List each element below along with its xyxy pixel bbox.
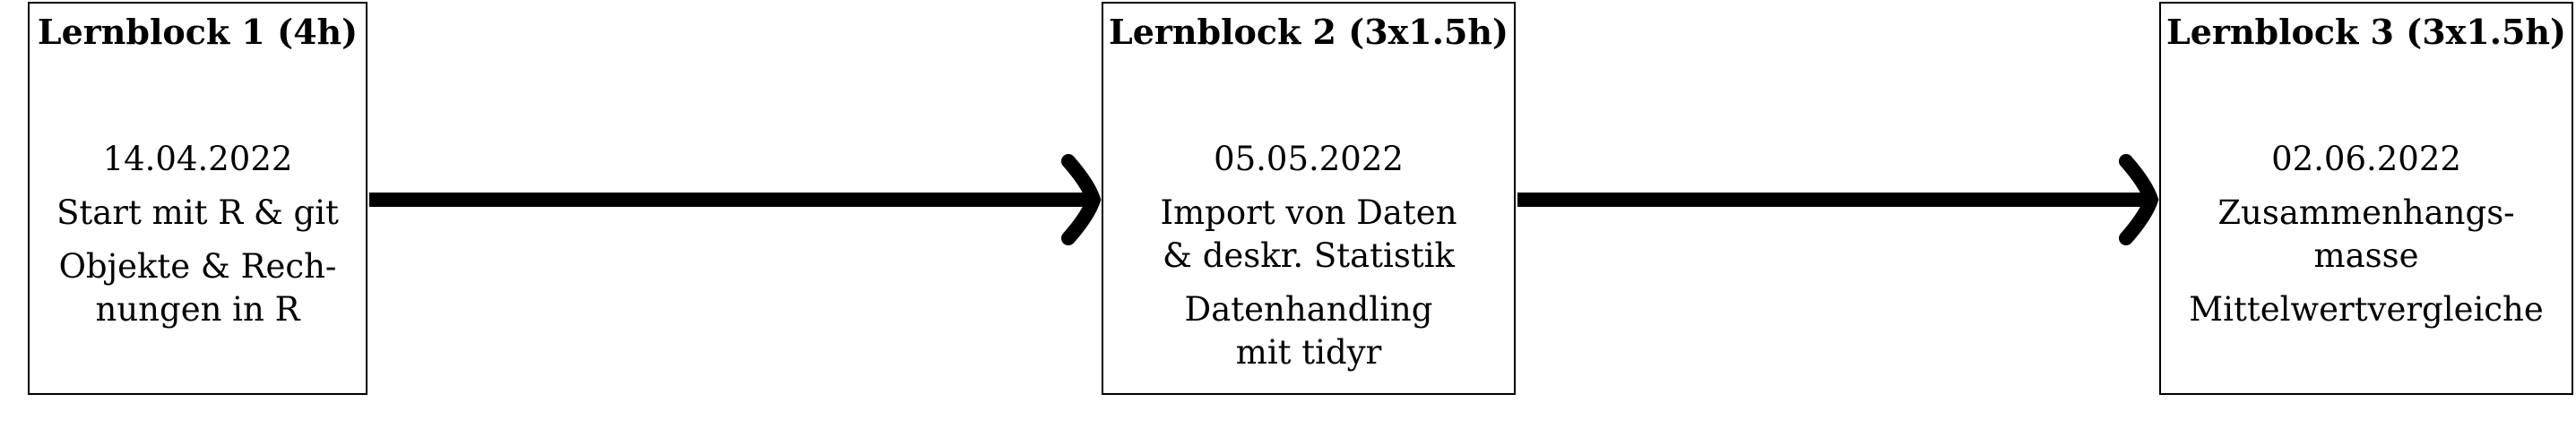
lernblock-1-box: Lernblock 1 (4h) 14.04.2022 Start mit R … (28, 2, 367, 395)
arrow-block1-to-block2 (369, 154, 1102, 245)
block-date: 05.05.2022 (1214, 140, 1404, 178)
block-topic: Start mit R & git (56, 193, 339, 232)
lernblock-3-box: Lernblock 3 (3x1.5h) 02.06.2022 Zusammen… (2159, 2, 2573, 395)
block-body: 02.06.2022 Zusammenhangs-masse Mittelwer… (2161, 138, 2572, 331)
arrow-block2-to-block3 (1517, 154, 2159, 245)
block-title: Lernblock 1 (4h) (37, 12, 359, 52)
lernblock-2-box: Lernblock 2 (3x1.5h) 05.05.2022 Import v… (1102, 2, 1516, 395)
block-title: Lernblock 2 (3x1.5h) (1108, 12, 1509, 52)
block-topic: Zusammenhangs-masse (2217, 193, 2515, 275)
arrowhead (1061, 154, 1102, 245)
block-date: 14.04.2022 (102, 140, 293, 178)
block-topic: Objekte & Rech-nungen in R (58, 247, 337, 329)
block-topic: Import von Daten& deskr. Statistik (1160, 193, 1457, 275)
block-title: Lernblock 3 (3x1.5h) (2165, 12, 2567, 52)
block-body: 14.04.2022 Start mit R & git Objekte & R… (30, 138, 366, 331)
arrowhead (2119, 154, 2159, 245)
block-topic: Mittelwertvergleiche (2189, 290, 2544, 329)
block-date: 02.06.2022 (2271, 140, 2461, 178)
block-body: 05.05.2022 Import von Daten& deskr. Stat… (1103, 138, 1514, 374)
